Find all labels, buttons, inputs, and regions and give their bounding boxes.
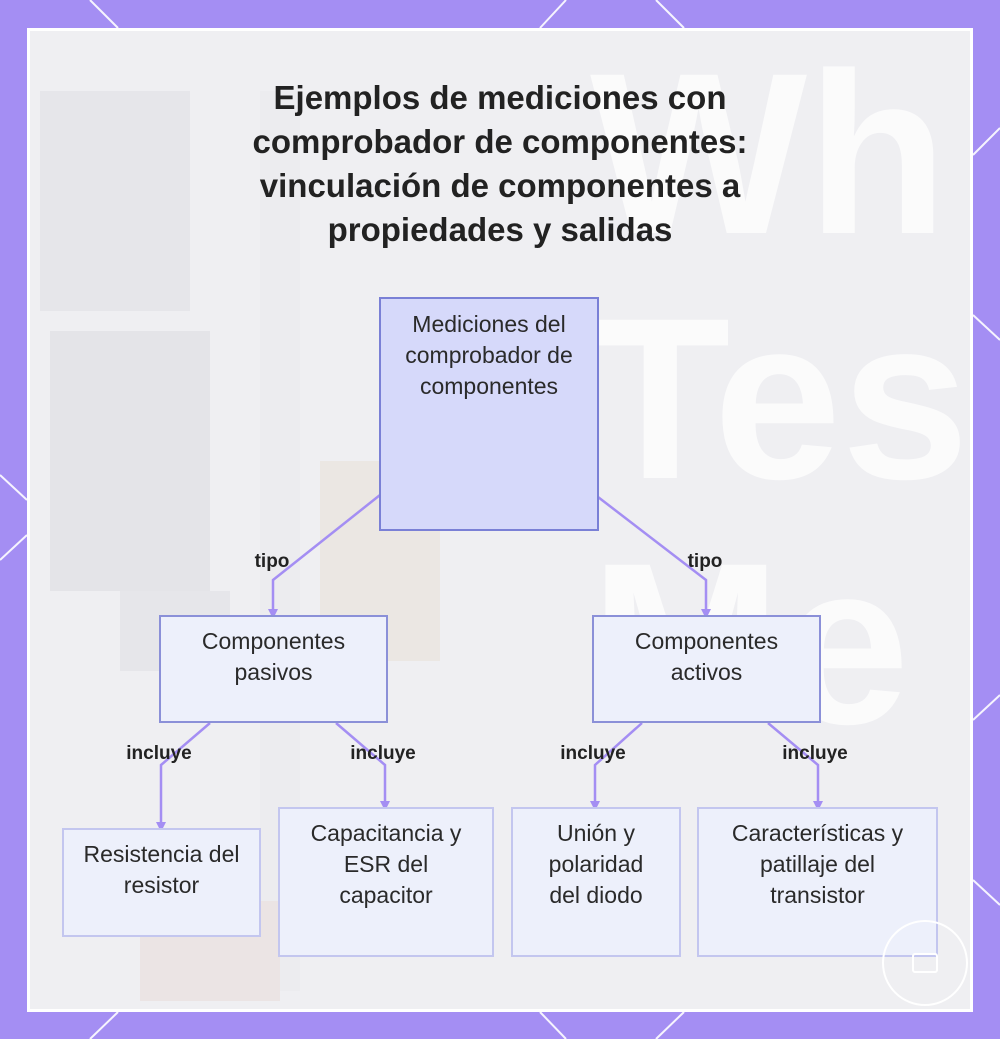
edge-label-active-diode: incluye: [560, 743, 626, 764]
node-capacitor-label: Capacitancia y ESR del capacitor: [310, 820, 462, 908]
edge-label-passive-resistor: incluye: [126, 743, 192, 764]
badge-glyph: [912, 953, 938, 973]
node-capacitor: Capacitancia y ESR del capacitor: [278, 807, 494, 957]
edge-passive-resistor: [156, 722, 211, 832]
edge-label-passive-capacitor: incluye: [350, 743, 416, 764]
edge-label-active-transistor: incluye: [782, 743, 848, 764]
edge-passive-capacitor: [335, 722, 390, 811]
node-diode: Unión y polaridad del diodo: [511, 807, 681, 957]
edge-root-passive: [268, 494, 381, 619]
edge-label-root-active: tipo: [687, 551, 723, 572]
edge-active-diode: [590, 722, 643, 811]
edge-label-root-passive: tipo: [254, 551, 290, 572]
node-transistor-label: Características y patillaje del transist…: [731, 820, 904, 908]
node-root-label: Mediciones del comprobador de componente…: [405, 311, 573, 399]
node-root: Mediciones del comprobador de componente…: [379, 297, 599, 531]
node-passive: Componentes pasivos: [159, 615, 388, 723]
node-diode-label: Unión y polaridad del diodo: [548, 820, 644, 908]
edge-root-active: [597, 496, 711, 619]
node-passive-label: Componentes pasivos: [201, 628, 346, 685]
node-active: Componentes activos: [592, 615, 821, 723]
node-active-label: Componentes activos: [634, 628, 779, 685]
diagram-title: Ejemplos de mediciones con comprobador d…: [252, 79, 748, 248]
logo-badge-icon: [882, 920, 968, 1006]
edge-active-transistor: [767, 722, 823, 811]
node-resistor-label: Resistencia del resistor: [83, 841, 240, 898]
node-resistor: Resistencia del resistor: [62, 828, 261, 937]
